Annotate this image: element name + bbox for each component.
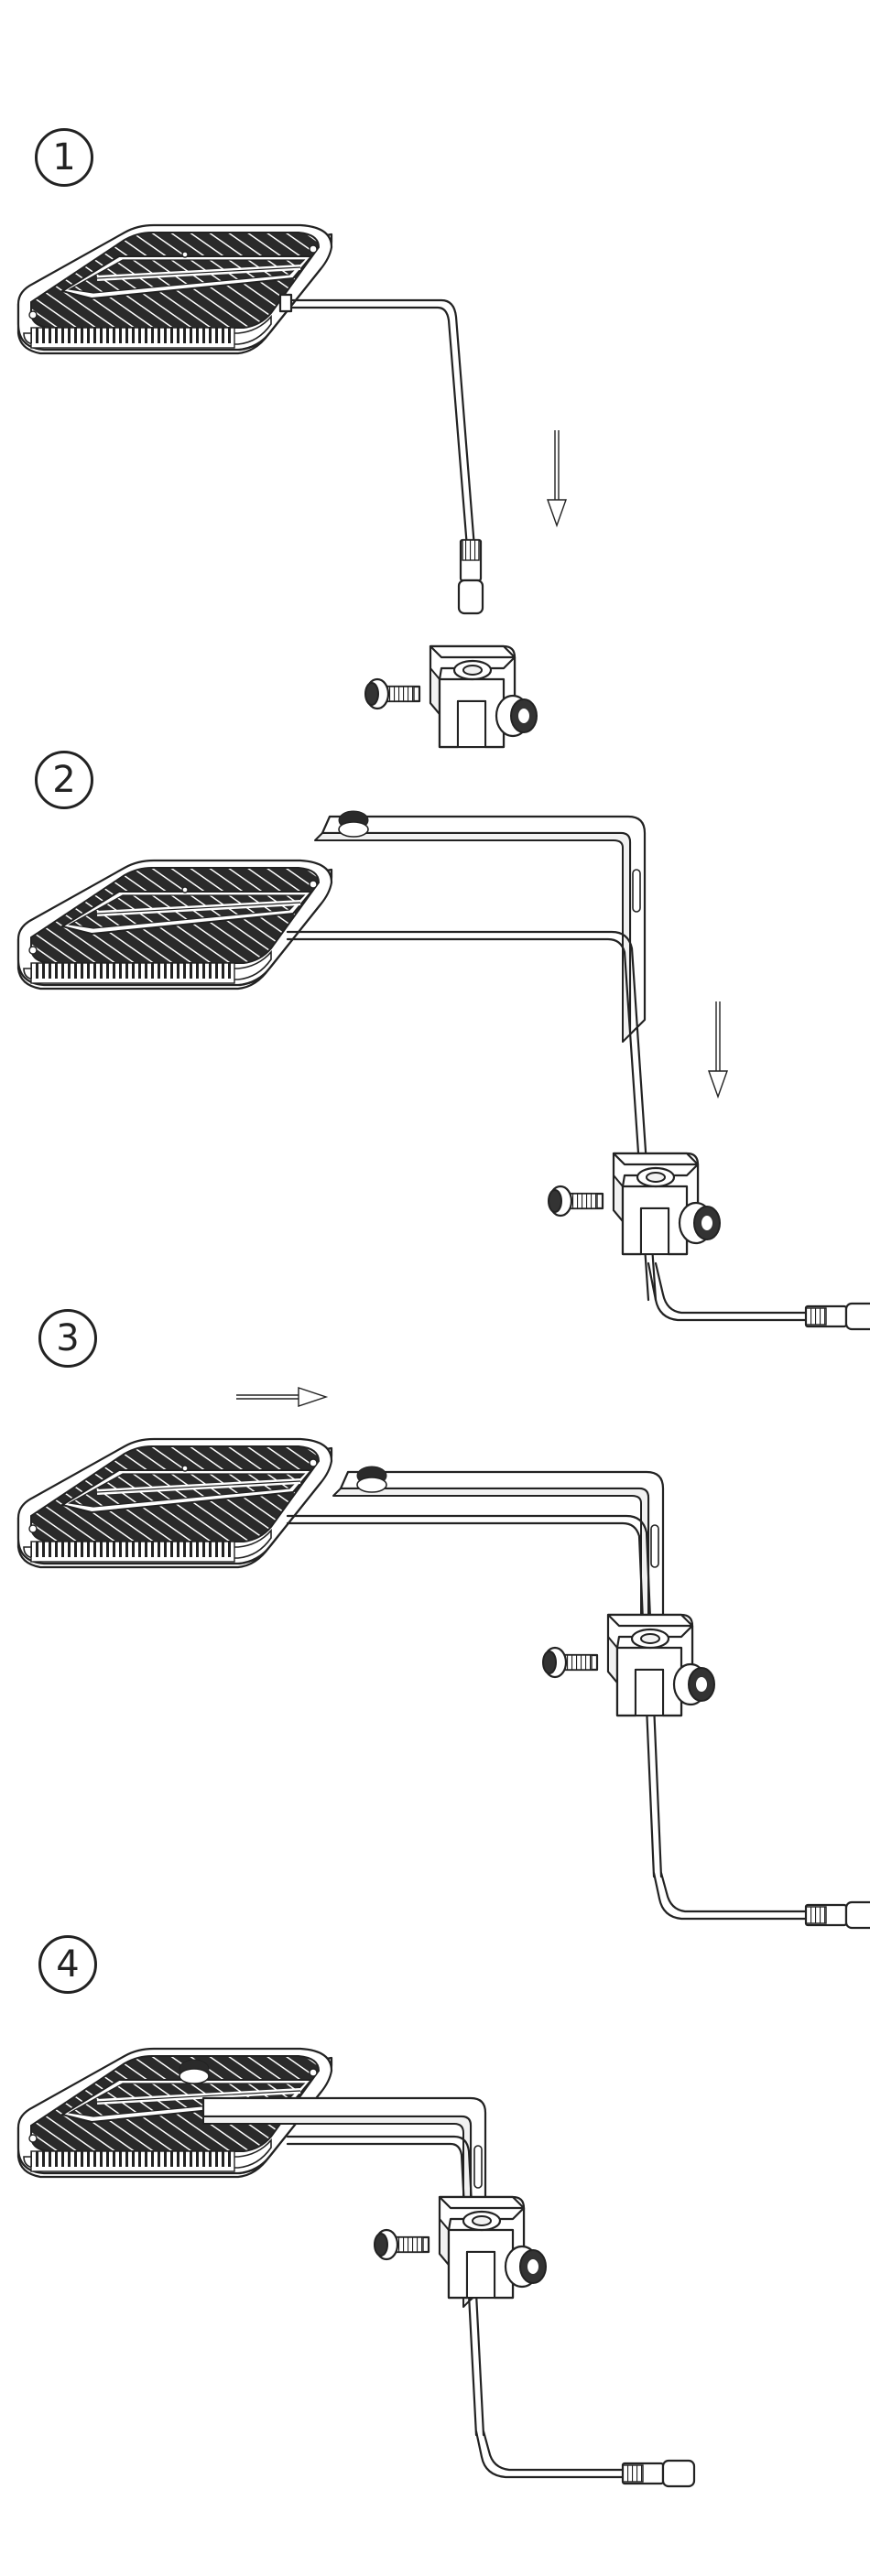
- step-4-illustration: [0, 1922, 870, 2576]
- clamp-4: [375, 2197, 546, 2298]
- step-4-panel: 4: [0, 1922, 870, 2576]
- clamp-3: [543, 1615, 714, 1716]
- lamp-cable-3: [288, 1516, 661, 1877]
- step-3-panel: 3: [0, 1291, 870, 1950]
- cable-connector-4: [623, 2461, 694, 2486]
- step-3-illustration: [0, 1291, 870, 1950]
- arrow-right-3: [236, 1388, 326, 1406]
- lamp-head-3: [18, 1439, 332, 1567]
